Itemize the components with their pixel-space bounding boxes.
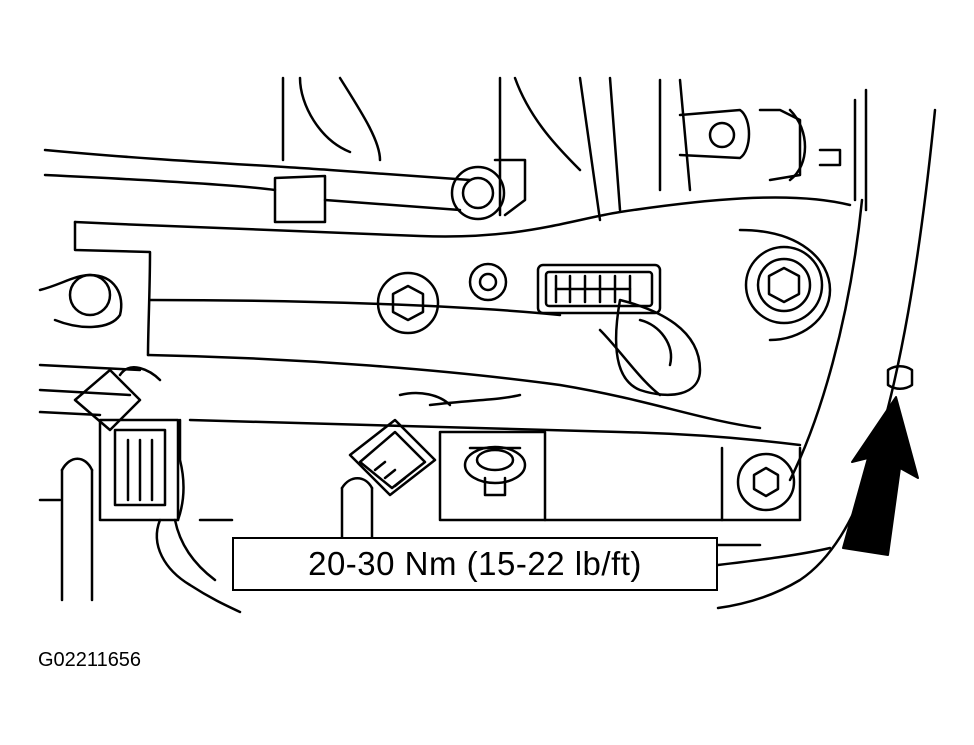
center-electrical-connector: [348, 391, 522, 497]
bracket-stud-center: [468, 262, 508, 302]
right-outer-contour: [716, 108, 937, 610]
left-mount-structure: [38, 273, 142, 417]
right-mount-bolt: [720, 446, 802, 522]
left-electrical-connector: [73, 366, 185, 522]
lower-frame: [188, 418, 832, 567]
center-mount-bolt: [438, 430, 547, 522]
figure-code: G02211656: [38, 649, 142, 671]
bracket-bolt-left: [376, 271, 440, 335]
torque-callout: 20-30 Nm (15-22 lb/ft): [232, 537, 718, 591]
mounting-bracket: [73, 196, 852, 430]
engine-block-upper: [281, 76, 868, 222]
indicator-arrow: [842, 396, 919, 556]
center-wiring-harness: [340, 477, 374, 542]
upper-linkage-rod: [43, 108, 751, 224]
torque-callout-text: 20-30 Nm (15-22 lb/ft): [308, 545, 642, 582]
left-wiring-harness: [38, 457, 242, 614]
bracket-label-plate: [536, 263, 662, 315]
